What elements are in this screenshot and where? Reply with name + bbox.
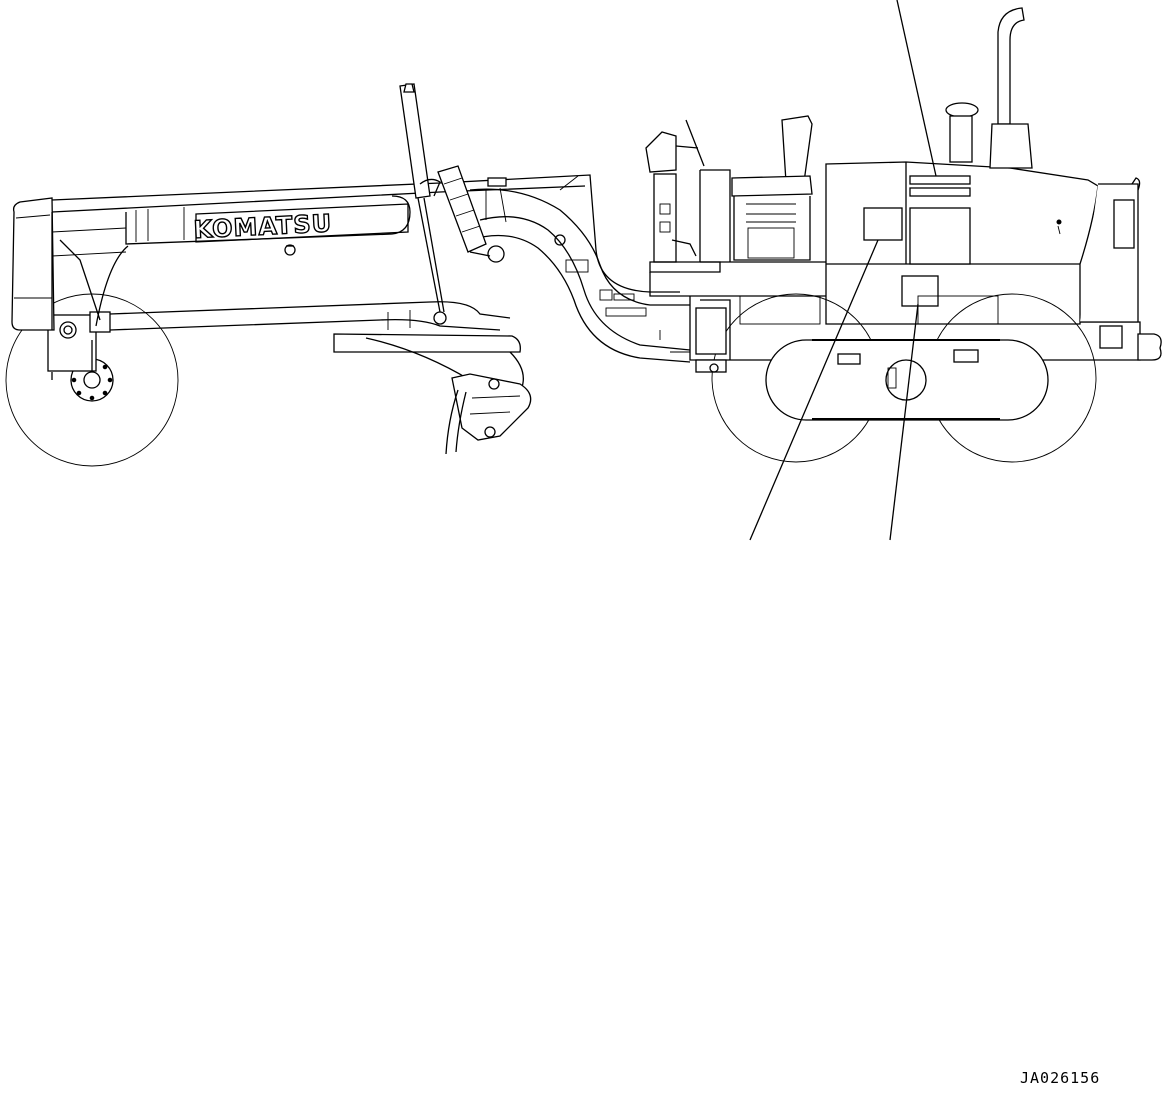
side-shift-cylinder [419,165,505,263]
leader-lines [749,0,937,541]
main-frame [51,174,691,363]
hood-grille [909,175,971,265]
engine-hood [825,161,1099,325]
front-bumper [11,197,55,331]
brand-text: KOMATSU [193,209,333,244]
rear-frame [689,177,1162,361]
tandem-drive [711,293,1097,463]
exhaust-stack [989,7,1033,169]
front-axle [47,311,111,380]
moldboard-blade [445,373,532,455]
brand-label: KOMATSU [192,203,409,256]
drawbar [59,239,511,331]
air-cleaner [945,102,979,163]
steering-console [645,119,721,273]
operator-seat [731,115,813,261]
drawing-code: JA026156 [1020,1069,1100,1087]
lift-cylinder [399,83,447,325]
rear-axle-details [554,234,999,373]
